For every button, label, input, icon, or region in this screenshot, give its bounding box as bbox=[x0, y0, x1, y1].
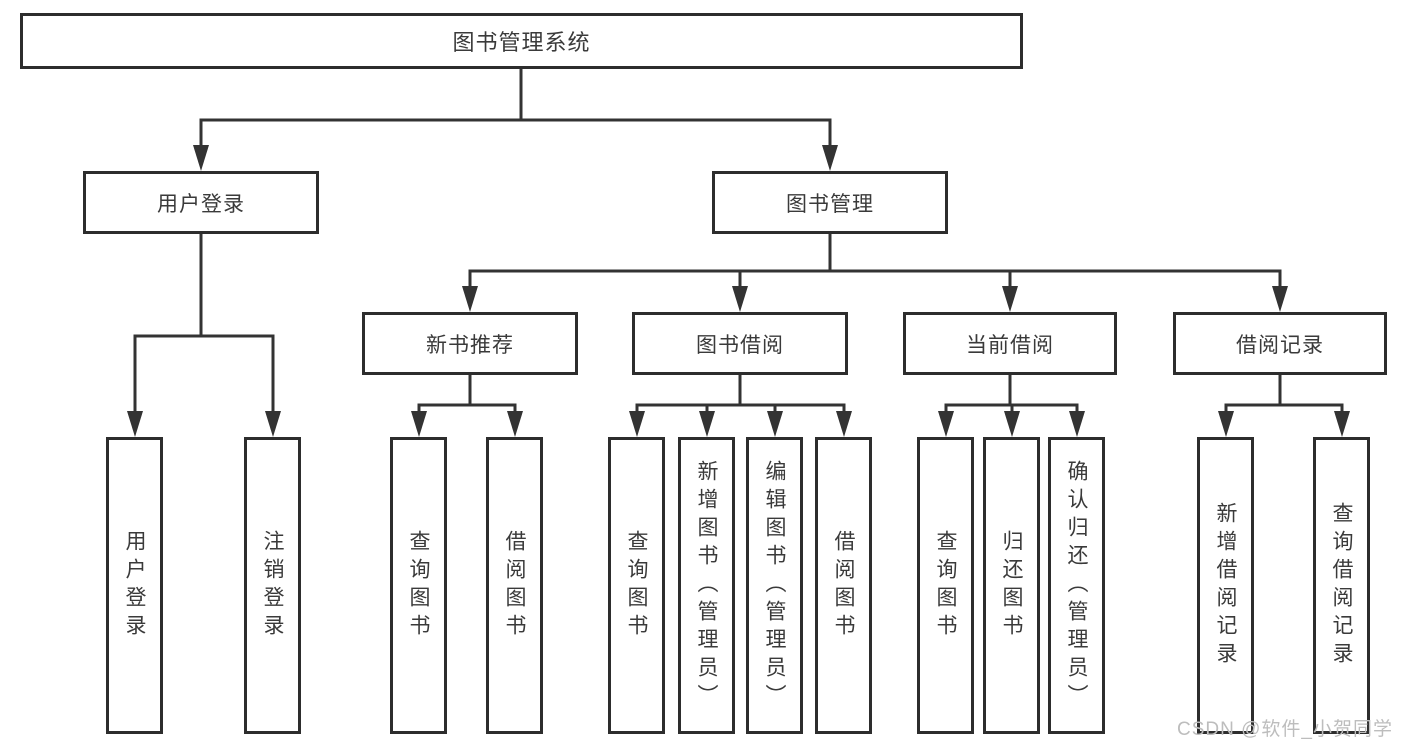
leaf-borrow-books-1: 借阅图书 bbox=[486, 437, 543, 734]
leaf-user-login: 用户登录 bbox=[106, 437, 163, 734]
leaf-query-books-3-label: 查询图书 bbox=[934, 529, 957, 642]
node-user-login: 用户登录 bbox=[83, 171, 319, 234]
leaf-return-books: 归还图书 bbox=[983, 437, 1040, 734]
leaf-logout-label: 注销登录 bbox=[261, 529, 284, 642]
node-library-management-system: 图书管理系统 bbox=[20, 13, 1023, 69]
leaf-add-books-admin-label: 新增图书（管理员） bbox=[695, 459, 718, 712]
leaf-query-borrow-record-label: 查询借阅记录 bbox=[1330, 501, 1353, 670]
leaf-borrow-books-2: 借阅图书 bbox=[815, 437, 872, 734]
leaf-edit-books-admin-label: 编辑图书（管理员） bbox=[763, 459, 786, 712]
leaf-query-books-1-label: 查询图书 bbox=[407, 529, 430, 642]
leaf-edit-books-admin: 编辑图书（管理员） bbox=[746, 437, 803, 734]
leaf-add-books-admin: 新增图书（管理员） bbox=[678, 437, 735, 734]
leaf-confirm-return-admin: 确认归还（管理员） bbox=[1048, 437, 1105, 734]
node-current-borrowing: 当前借阅 bbox=[903, 312, 1117, 375]
csdn-watermark: CSDN @软件_小贺同学 bbox=[1177, 719, 1393, 740]
leaf-add-borrow-record-label: 新增借阅记录 bbox=[1214, 501, 1237, 670]
leaf-user-login-label: 用户登录 bbox=[123, 529, 146, 642]
leaf-borrow-books-2-label: 借阅图书 bbox=[832, 529, 855, 642]
leaf-borrow-books-1-label: 借阅图书 bbox=[503, 529, 526, 642]
node-book-borrowing: 图书借阅 bbox=[632, 312, 848, 375]
leaf-logout: 注销登录 bbox=[244, 437, 301, 734]
leaf-query-borrow-record: 查询借阅记录 bbox=[1313, 437, 1370, 734]
leaf-add-borrow-record: 新增借阅记录 bbox=[1197, 437, 1254, 734]
leaf-query-books-3: 查询图书 bbox=[917, 437, 974, 734]
leaf-confirm-return-admin-label: 确认归还（管理员） bbox=[1065, 459, 1088, 712]
leaf-query-books-2: 查询图书 bbox=[608, 437, 665, 734]
node-book-management: 图书管理 bbox=[712, 171, 948, 234]
node-borrowing-records: 借阅记录 bbox=[1173, 312, 1387, 375]
node-new-book-recommend: 新书推荐 bbox=[362, 312, 578, 375]
leaf-query-books-2-label: 查询图书 bbox=[625, 529, 648, 642]
leaf-query-books-1: 查询图书 bbox=[390, 437, 447, 734]
leaf-return-books-label: 归还图书 bbox=[1000, 529, 1023, 642]
